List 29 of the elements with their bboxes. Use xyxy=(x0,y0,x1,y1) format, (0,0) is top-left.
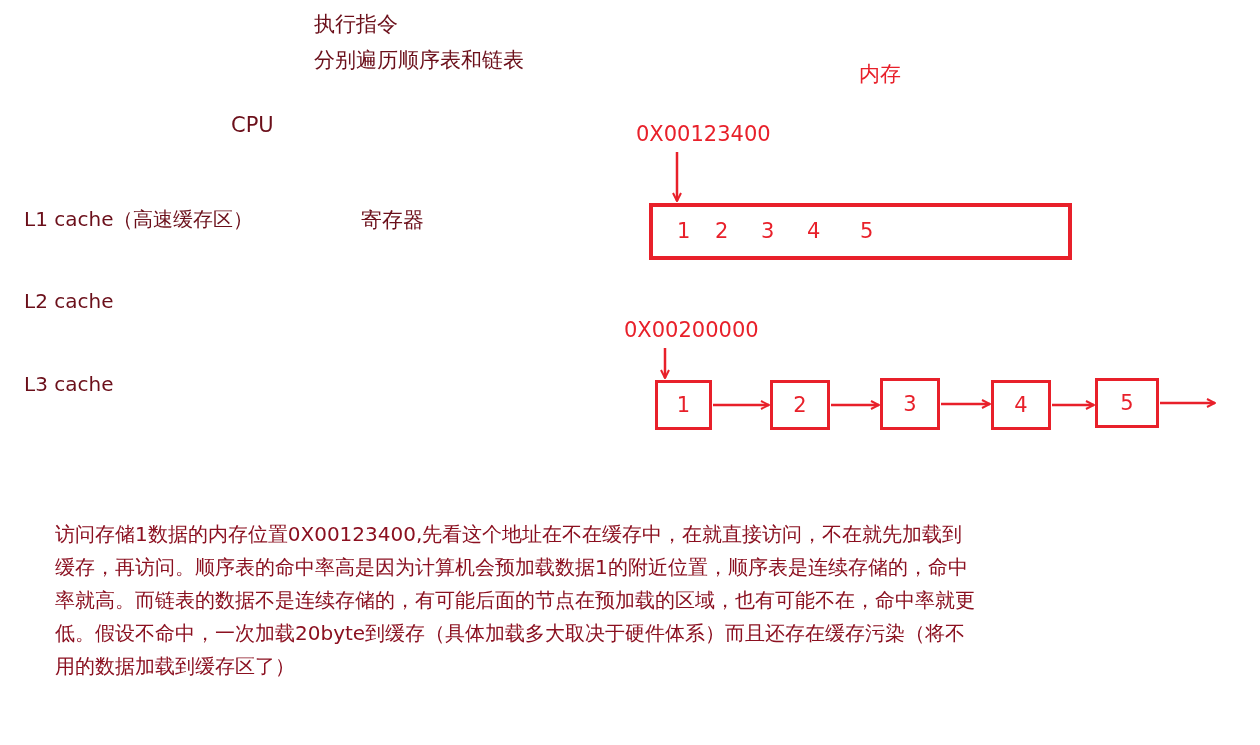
note-text: 分别遍历顺序表和链表 xyxy=(314,47,524,74)
array-value: 5 xyxy=(860,219,874,243)
arrow xyxy=(831,400,880,410)
arrow xyxy=(1160,398,1216,408)
array-value: 2 xyxy=(715,219,729,243)
memory-label: 内存 xyxy=(859,61,901,88)
arrow xyxy=(713,400,770,410)
explanation-paragraph: 访问存储1数据的内存位置0X00123400,先看这个地址在不在缓存中，在就直接访问，不在就先加载到缓存，再访问。顺序表的命中率高是因为计算机会预加载数据1的附近位置，顺序表是连续存储的，命中率就高。而链表的数据不是连续存储的，有可能后面的节点在预加载的区域，也有可能不在，命中率就更低。假设不命中，一次加载20byte到缓存（具体加载多大取决于硬件体系）而且还存在缓存污染（将不用的数据加载到缓存区了） xyxy=(55,521,976,680)
cpu-label: CPU xyxy=(231,113,274,137)
list-node-box: 1 xyxy=(655,380,712,430)
list-node-box: 5 xyxy=(1095,378,1159,428)
cache-label: L2 cache xyxy=(24,289,114,313)
cache-label: L3 cache xyxy=(24,372,114,396)
list-node-box: 2 xyxy=(770,380,830,430)
array-box xyxy=(649,203,1072,260)
address-text: 0X00123400 xyxy=(636,122,771,146)
arrow xyxy=(1052,400,1095,410)
address-text: 0X00200000 xyxy=(624,318,759,342)
list-node-box: 3 xyxy=(880,378,940,430)
cache-label: L1 cache（高速缓存区） xyxy=(24,206,254,233)
list-node-box: 4 xyxy=(991,380,1051,430)
arrow xyxy=(672,152,682,202)
array-value: 4 xyxy=(807,219,821,243)
register-label: 寄存器 xyxy=(361,207,424,234)
array-value: 3 xyxy=(761,219,775,243)
array-value: 1 xyxy=(677,219,691,243)
note-text: 执行指令 xyxy=(314,11,398,38)
arrow xyxy=(660,348,670,379)
arrow xyxy=(941,399,991,409)
